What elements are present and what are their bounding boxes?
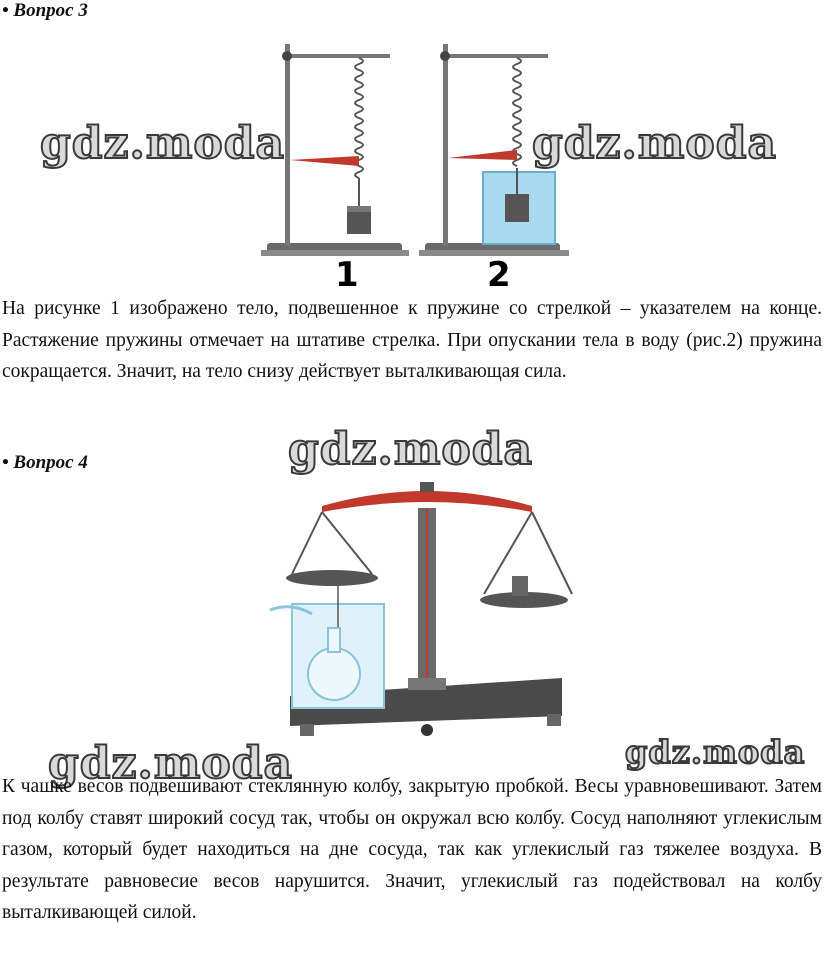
figure-label-1: 1 bbox=[335, 255, 359, 290]
stand-1 bbox=[261, 44, 409, 256]
stand-2 bbox=[419, 44, 569, 256]
figure-label-2: 2 bbox=[487, 255, 511, 290]
question-3-heading: • Вопрос 3 bbox=[2, 0, 88, 21]
balance-scale-figure bbox=[269, 482, 573, 736]
watermark: gdz.moda bbox=[47, 737, 294, 790]
question-4-heading: • Вопрос 4 bbox=[2, 452, 88, 473]
question-4-text: К чашке весов подвешивают стеклянную кол… bbox=[2, 776, 822, 923]
watermark: gdz.moda bbox=[287, 423, 534, 476]
watermark: gdz.moda bbox=[39, 117, 286, 170]
spring-stand-figure: 1 2 bbox=[261, 44, 569, 290]
watermark: gdz.moda bbox=[624, 732, 806, 772]
question-3-text: На рисунке 1 изображено тело, подвешенно… bbox=[2, 298, 822, 382]
watermark: gdz.moda bbox=[531, 117, 778, 170]
